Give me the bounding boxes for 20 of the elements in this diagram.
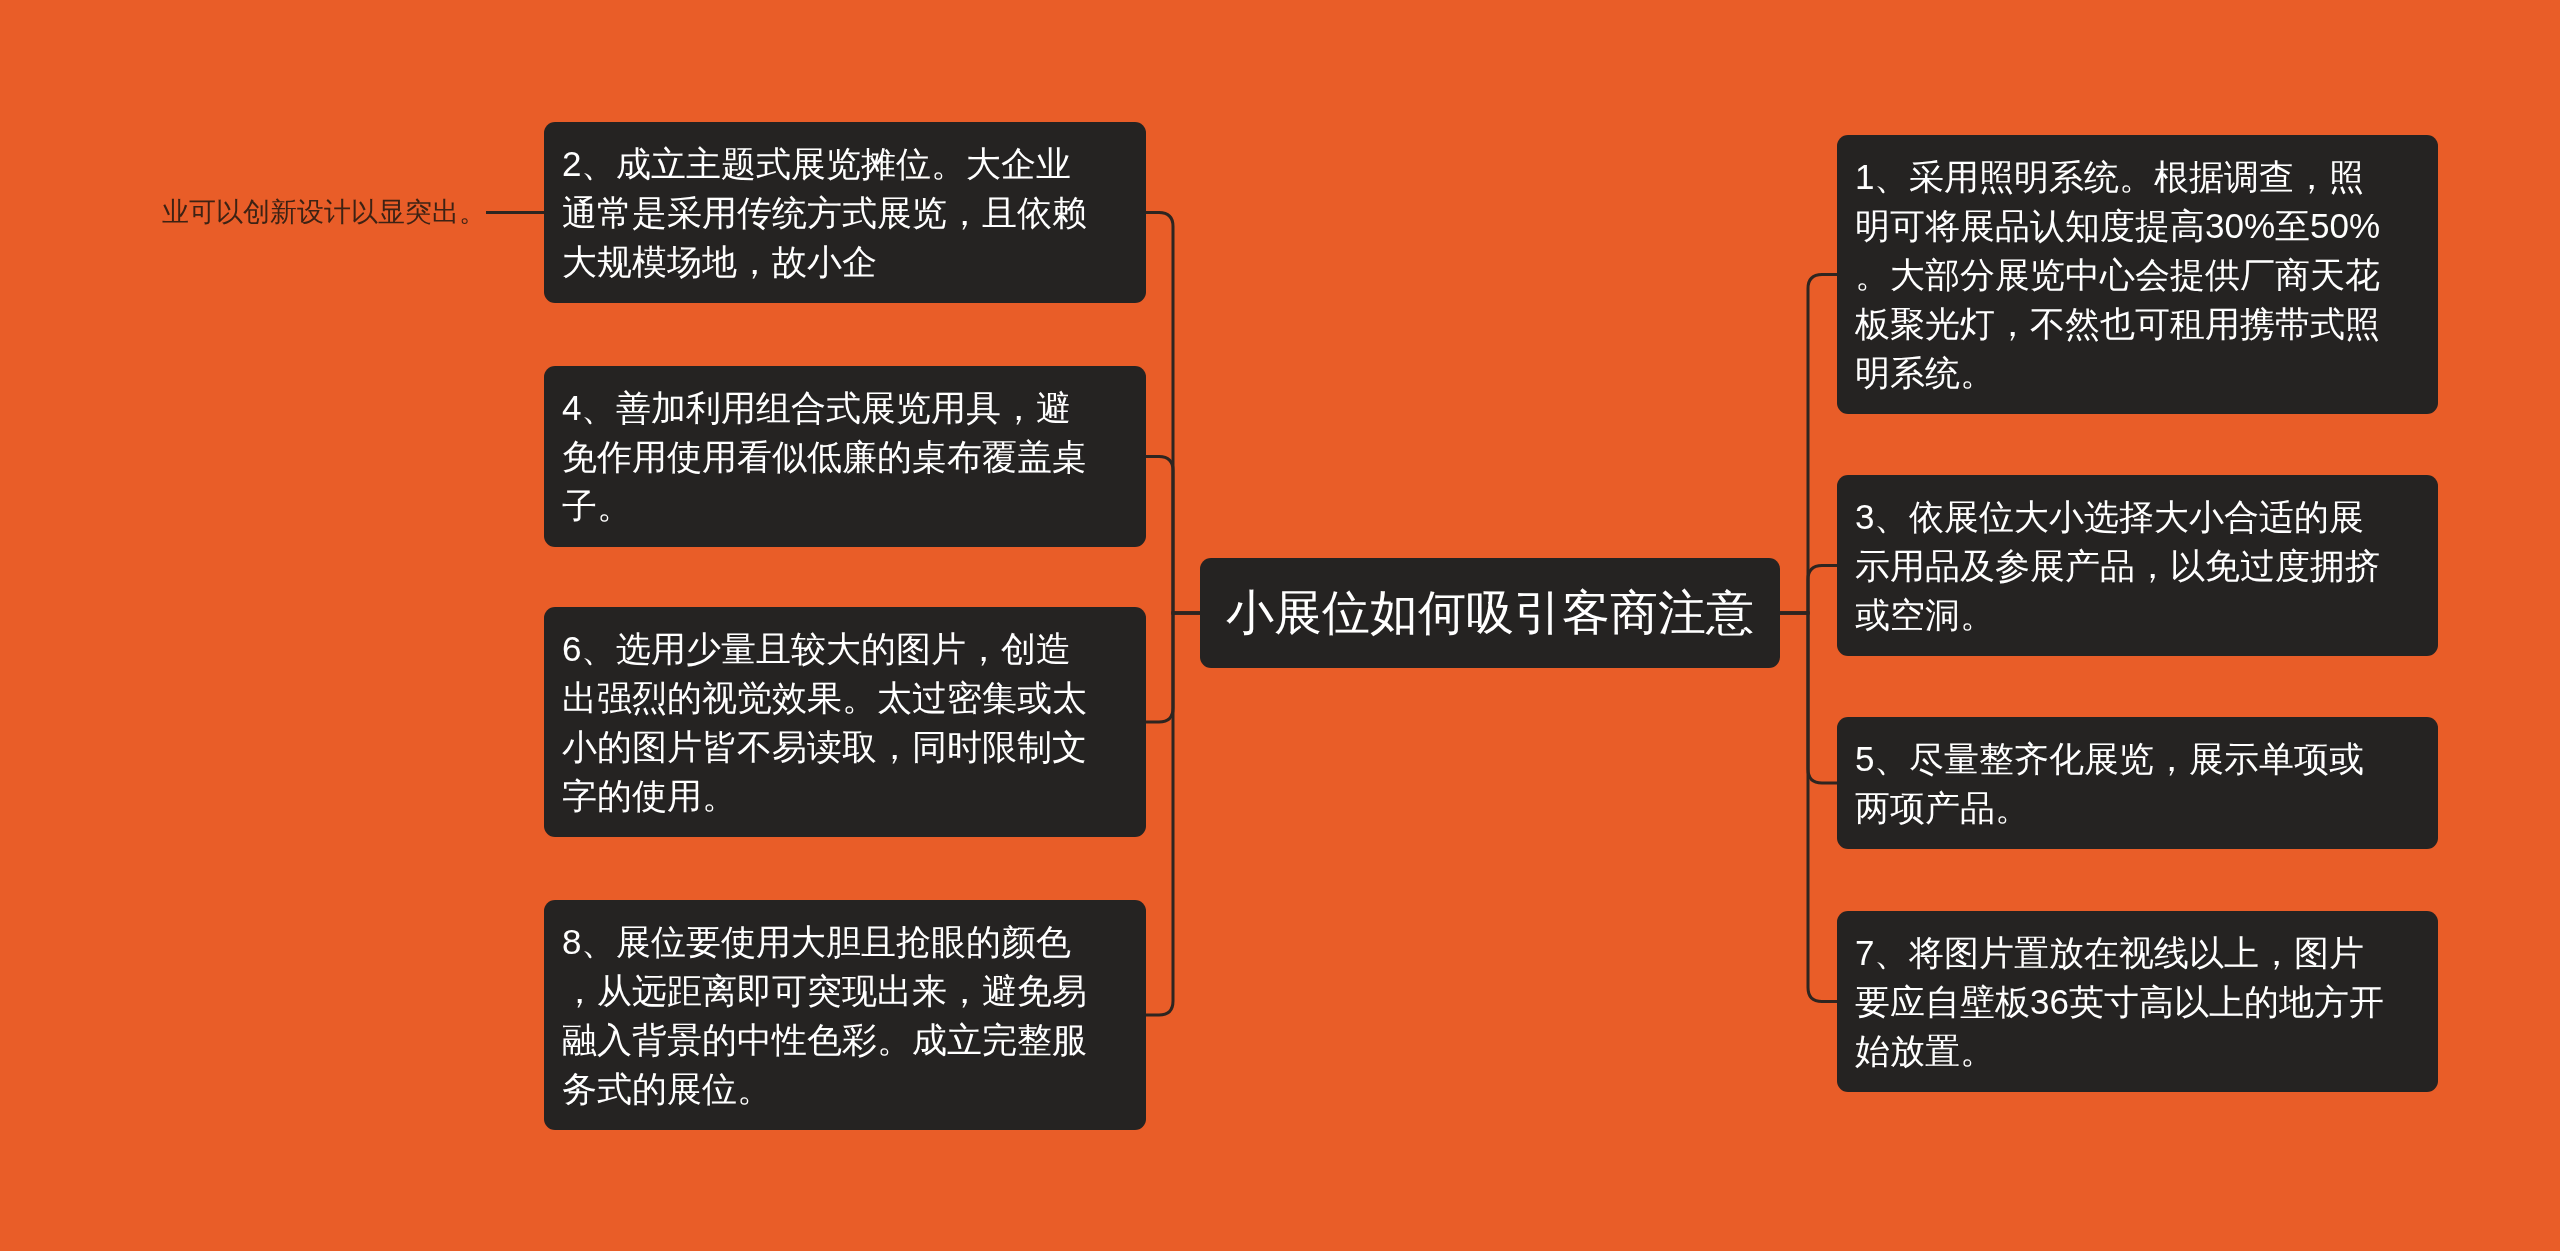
- subtopic-box: [1837, 475, 2438, 656]
- central-topic-box: [1200, 558, 1780, 668]
- subtopic-text: 3、依展位大小选择大小合适的展示用品及参展产品，以免过度拥挤或空洞。: [1855, 496, 2381, 636]
- subtopic-text: 2、成立主题式展览摊位。大企业通常是采用传统方式展览，且依赖大规模场地，故小企: [562, 143, 1088, 283]
- subtopic-box: [1837, 717, 2438, 849]
- note-text: 业可以创新设计以显突出。: [162, 194, 486, 230]
- subtopic-text: 8、展位要使用大胆且抢眼的颜色，从远距离即可突现出来，避免易融入背景的中性色彩。成立完整服务式的展位。: [562, 921, 1088, 1110]
- subtopic-box: [544, 366, 1146, 547]
- subtopic-text: 6、选用少量且较大的图片，创造出强烈的视觉效果。太过密集或太小的图片皆不易读取，同时限制文字的使用。: [562, 628, 1088, 817]
- subtopic-box: [544, 900, 1146, 1130]
- subtopic-box: [544, 122, 1146, 303]
- subtopic-text: 1、采用照明系统。根据调查，照明可将展品认知度提高30%至50%。大部分展览中心会提供厂商天花板聚光灯，不然也可租用携带式照明系统。: [1855, 156, 2382, 394]
- subtopic-text: 5、尽量整齐化展览，展示单项或两项产品。: [1855, 738, 2366, 829]
- central-topic-text: 小展位如何吸引客商注意: [1226, 585, 1754, 641]
- subtopic-text: 7、将图片置放在视线以上，图片要应自壁板36英寸高以上的地方开始放置。: [1855, 932, 2385, 1072]
- subtopic-box: [1837, 135, 2438, 414]
- subtopic-box: [1837, 911, 2438, 1092]
- subtopic-text: 4、善加利用组合式展览用具，避免作用使用看似低廉的桌布覆盖桌子。: [562, 387, 1088, 527]
- connector-line: [486, 211, 544, 214]
- subtopic-box: [544, 607, 1146, 837]
